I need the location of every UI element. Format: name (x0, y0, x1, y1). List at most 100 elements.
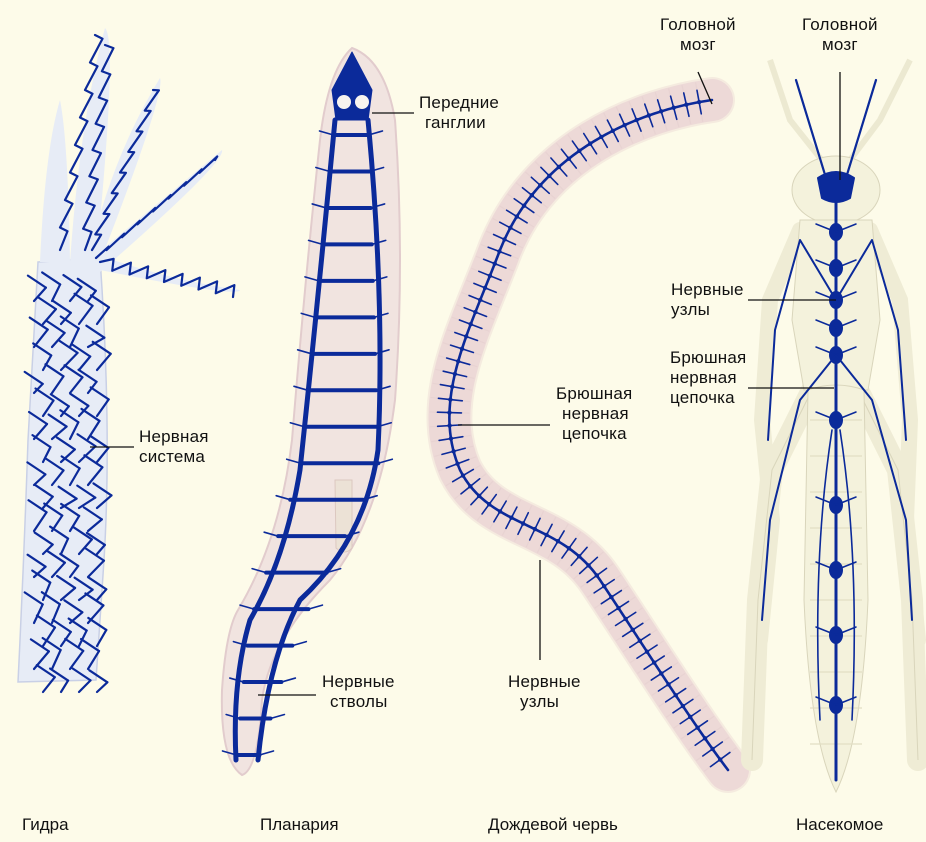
nerve-node (515, 214, 519, 218)
hydra-tentacle (98, 255, 240, 292)
nerve-node (453, 372, 457, 376)
label-worm-ventral-chain: Брюшная нервная цепочка (556, 384, 632, 444)
label-worm-brain: Головной мозг (660, 15, 736, 55)
nerve-node (493, 261, 497, 265)
nerve-node (697, 100, 701, 104)
nerve-node (659, 671, 663, 675)
nerve-segment (79, 680, 91, 692)
nerve-node (673, 693, 677, 697)
nerve-node (567, 546, 571, 550)
label-insect-nerve-nodes: Нервные узлы (671, 280, 744, 320)
nerve-node (659, 109, 663, 113)
eyespot (337, 95, 351, 109)
nerve-node (710, 747, 714, 751)
nerve-node (538, 183, 542, 187)
nerve-node (556, 539, 560, 543)
nerve-node (681, 704, 685, 708)
nerve-node (684, 102, 688, 106)
label-line: цепочка (556, 424, 632, 444)
caption-hydra: Гидра (22, 815, 69, 835)
label-nervous-system: Нервная система (139, 427, 209, 467)
nerve-node (544, 533, 548, 537)
nerve-node (521, 521, 525, 525)
nerve-node (586, 563, 590, 567)
label-line: Брюшная (670, 348, 746, 368)
brain (818, 172, 854, 202)
nerve-node (502, 237, 506, 241)
label-line: Нервные (508, 672, 581, 692)
label-line: мозг (802, 35, 878, 55)
label-line: Нервные (671, 280, 744, 300)
label-insect-ventral-chain: Брюшная нервная цепочка (670, 348, 746, 408)
nerve-segment (97, 682, 107, 692)
nerve-node (473, 310, 477, 314)
label-line: узлы (671, 300, 744, 320)
lateral-nerve (308, 605, 322, 609)
nerve-node (599, 135, 603, 139)
caption-planaria: Планария (260, 815, 339, 835)
nerve-node (631, 628, 635, 632)
nerve-node (666, 682, 670, 686)
nerve-node (468, 484, 472, 488)
lateral-nerve (281, 678, 295, 682)
nerve-node (477, 494, 481, 498)
insect-antenna (770, 60, 828, 168)
lateral-nerve (292, 642, 306, 646)
label-line: Передние (419, 93, 499, 113)
nerve-segment (61, 681, 68, 692)
nerve-node (647, 113, 651, 117)
nerve-node (688, 715, 692, 719)
label-worm-nerve-nodes: Нервные узлы (508, 672, 581, 712)
nerve-node (718, 757, 722, 761)
nerve-node (703, 736, 707, 740)
label-line: Брюшная (556, 384, 632, 404)
nerve-node (671, 106, 675, 110)
nerve-node (695, 725, 699, 729)
caption-insect: Насекомое (796, 815, 883, 835)
nerve-node (455, 462, 459, 466)
label-line: цепочка (670, 388, 746, 408)
nerve-node (547, 174, 551, 178)
label-line: Головной (660, 15, 736, 35)
label-nerve-trunks: Нервные стволы (322, 672, 395, 712)
nerve-node (577, 149, 581, 153)
nerve-node (645, 649, 649, 653)
nerve-node (577, 554, 581, 558)
label-anterior-ganglia: Передние ганглии (419, 93, 499, 133)
nerve-node (602, 584, 606, 588)
nerve-node (634, 118, 638, 122)
nerve-node (449, 436, 453, 440)
nerve-node (456, 359, 460, 363)
hydra-figure (18, 28, 240, 692)
label-line: система (139, 447, 209, 467)
label-line: нервная (670, 368, 746, 388)
insect-figure (752, 60, 918, 792)
nerve-node (530, 193, 534, 197)
nerve-node (468, 322, 472, 326)
nerve-node (638, 639, 642, 643)
nerve-node (450, 384, 454, 388)
nerve-node (498, 509, 502, 513)
nerve-node (588, 141, 592, 145)
caption-earthworm: Дождевой червь (488, 815, 618, 835)
nerve-node (464, 334, 468, 338)
nerve-node (522, 203, 526, 207)
nerve-node (616, 606, 620, 610)
nerve-node (595, 573, 599, 577)
nerve-node (508, 226, 512, 230)
nerve-node (497, 249, 501, 253)
nerve-node (611, 129, 615, 133)
nerve-node (447, 423, 451, 427)
nerve-node (483, 286, 487, 290)
label-line: нервная (556, 404, 632, 424)
nerve-node (567, 156, 571, 160)
lateral-nerve (270, 715, 284, 719)
nerve-node (451, 449, 455, 453)
nerve-node (509, 516, 513, 520)
label-line: ганглии (419, 113, 499, 133)
nerve-node (609, 595, 613, 599)
nerve-node (460, 347, 464, 351)
planaria-figure (222, 48, 400, 775)
lateral-nerve (260, 751, 274, 755)
